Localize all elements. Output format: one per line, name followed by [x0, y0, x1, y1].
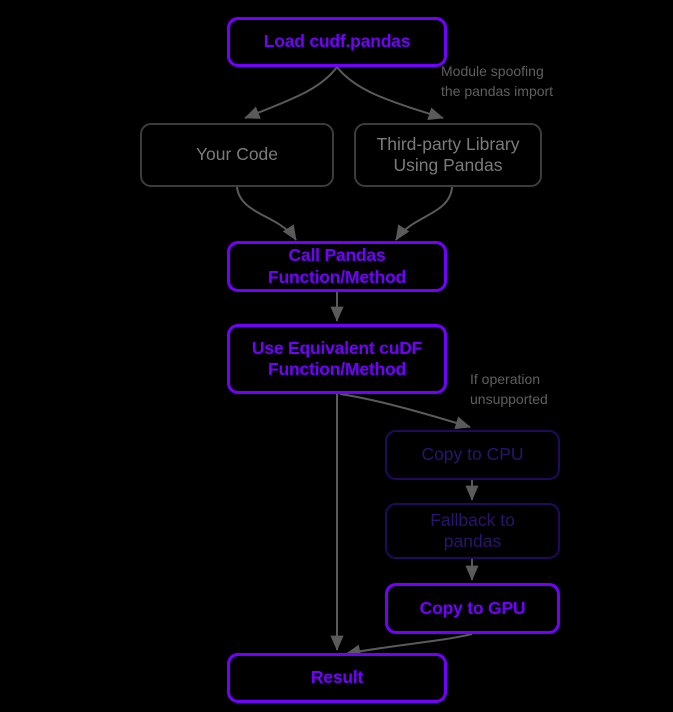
edge-copy-gpu-to-result: [345, 633, 473, 658]
node-fallback-to-pandas-label: Fallback to pandas: [430, 509, 515, 551]
node-load-cudf-pandas-label: Load cudf.pandas: [263, 31, 411, 52]
node-result-label: Result: [310, 667, 364, 688]
edge-use-cudf-to-copy-cpu: [339, 393, 471, 430]
edge-load-to-third-party: [336, 66, 444, 121]
annotation-if-unsupported: If operation unsupported: [470, 371, 548, 408]
node-copy-to-cpu[interactable]: Copy to CPU: [385, 430, 560, 480]
node-use-equivalent-cudf[interactable]: Use Equivalent cuDF Function/Method: [227, 324, 447, 394]
node-third-party-library[interactable]: Third-party Library Using Pandas: [354, 123, 542, 187]
node-copy-to-cpu-label: Copy to CPU: [421, 444, 524, 465]
node-third-party-library-label: Third-party Library Using Pandas: [376, 133, 520, 175]
node-call-pandas-function-label: Call Pandas Function/Method: [268, 245, 406, 287]
node-your-code[interactable]: Your Code: [140, 123, 334, 187]
node-load-cudf-pandas[interactable]: Load cudf.pandas: [227, 17, 447, 67]
node-fallback-to-pandas[interactable]: Fallback to pandas: [385, 503, 560, 559]
node-use-equivalent-cudf-label: Use Equivalent cuDF Function/Method: [251, 337, 423, 379]
node-result[interactable]: Result: [227, 653, 447, 703]
node-copy-to-gpu[interactable]: Copy to GPU: [385, 583, 560, 634]
edge-your-code-to-call-pandas: [236, 186, 297, 241]
node-call-pandas-function[interactable]: Call Pandas Function/Method: [227, 241, 447, 292]
edge-third-party-to-call-pandas: [395, 186, 453, 241]
annotation-module-spoofing: Module spoofing the pandas import: [441, 63, 554, 100]
edge-load-to-your-code: [244, 66, 338, 119]
node-your-code-label: Your Code: [195, 144, 279, 165]
node-copy-to-gpu-label: Copy to GPU: [419, 597, 526, 618]
